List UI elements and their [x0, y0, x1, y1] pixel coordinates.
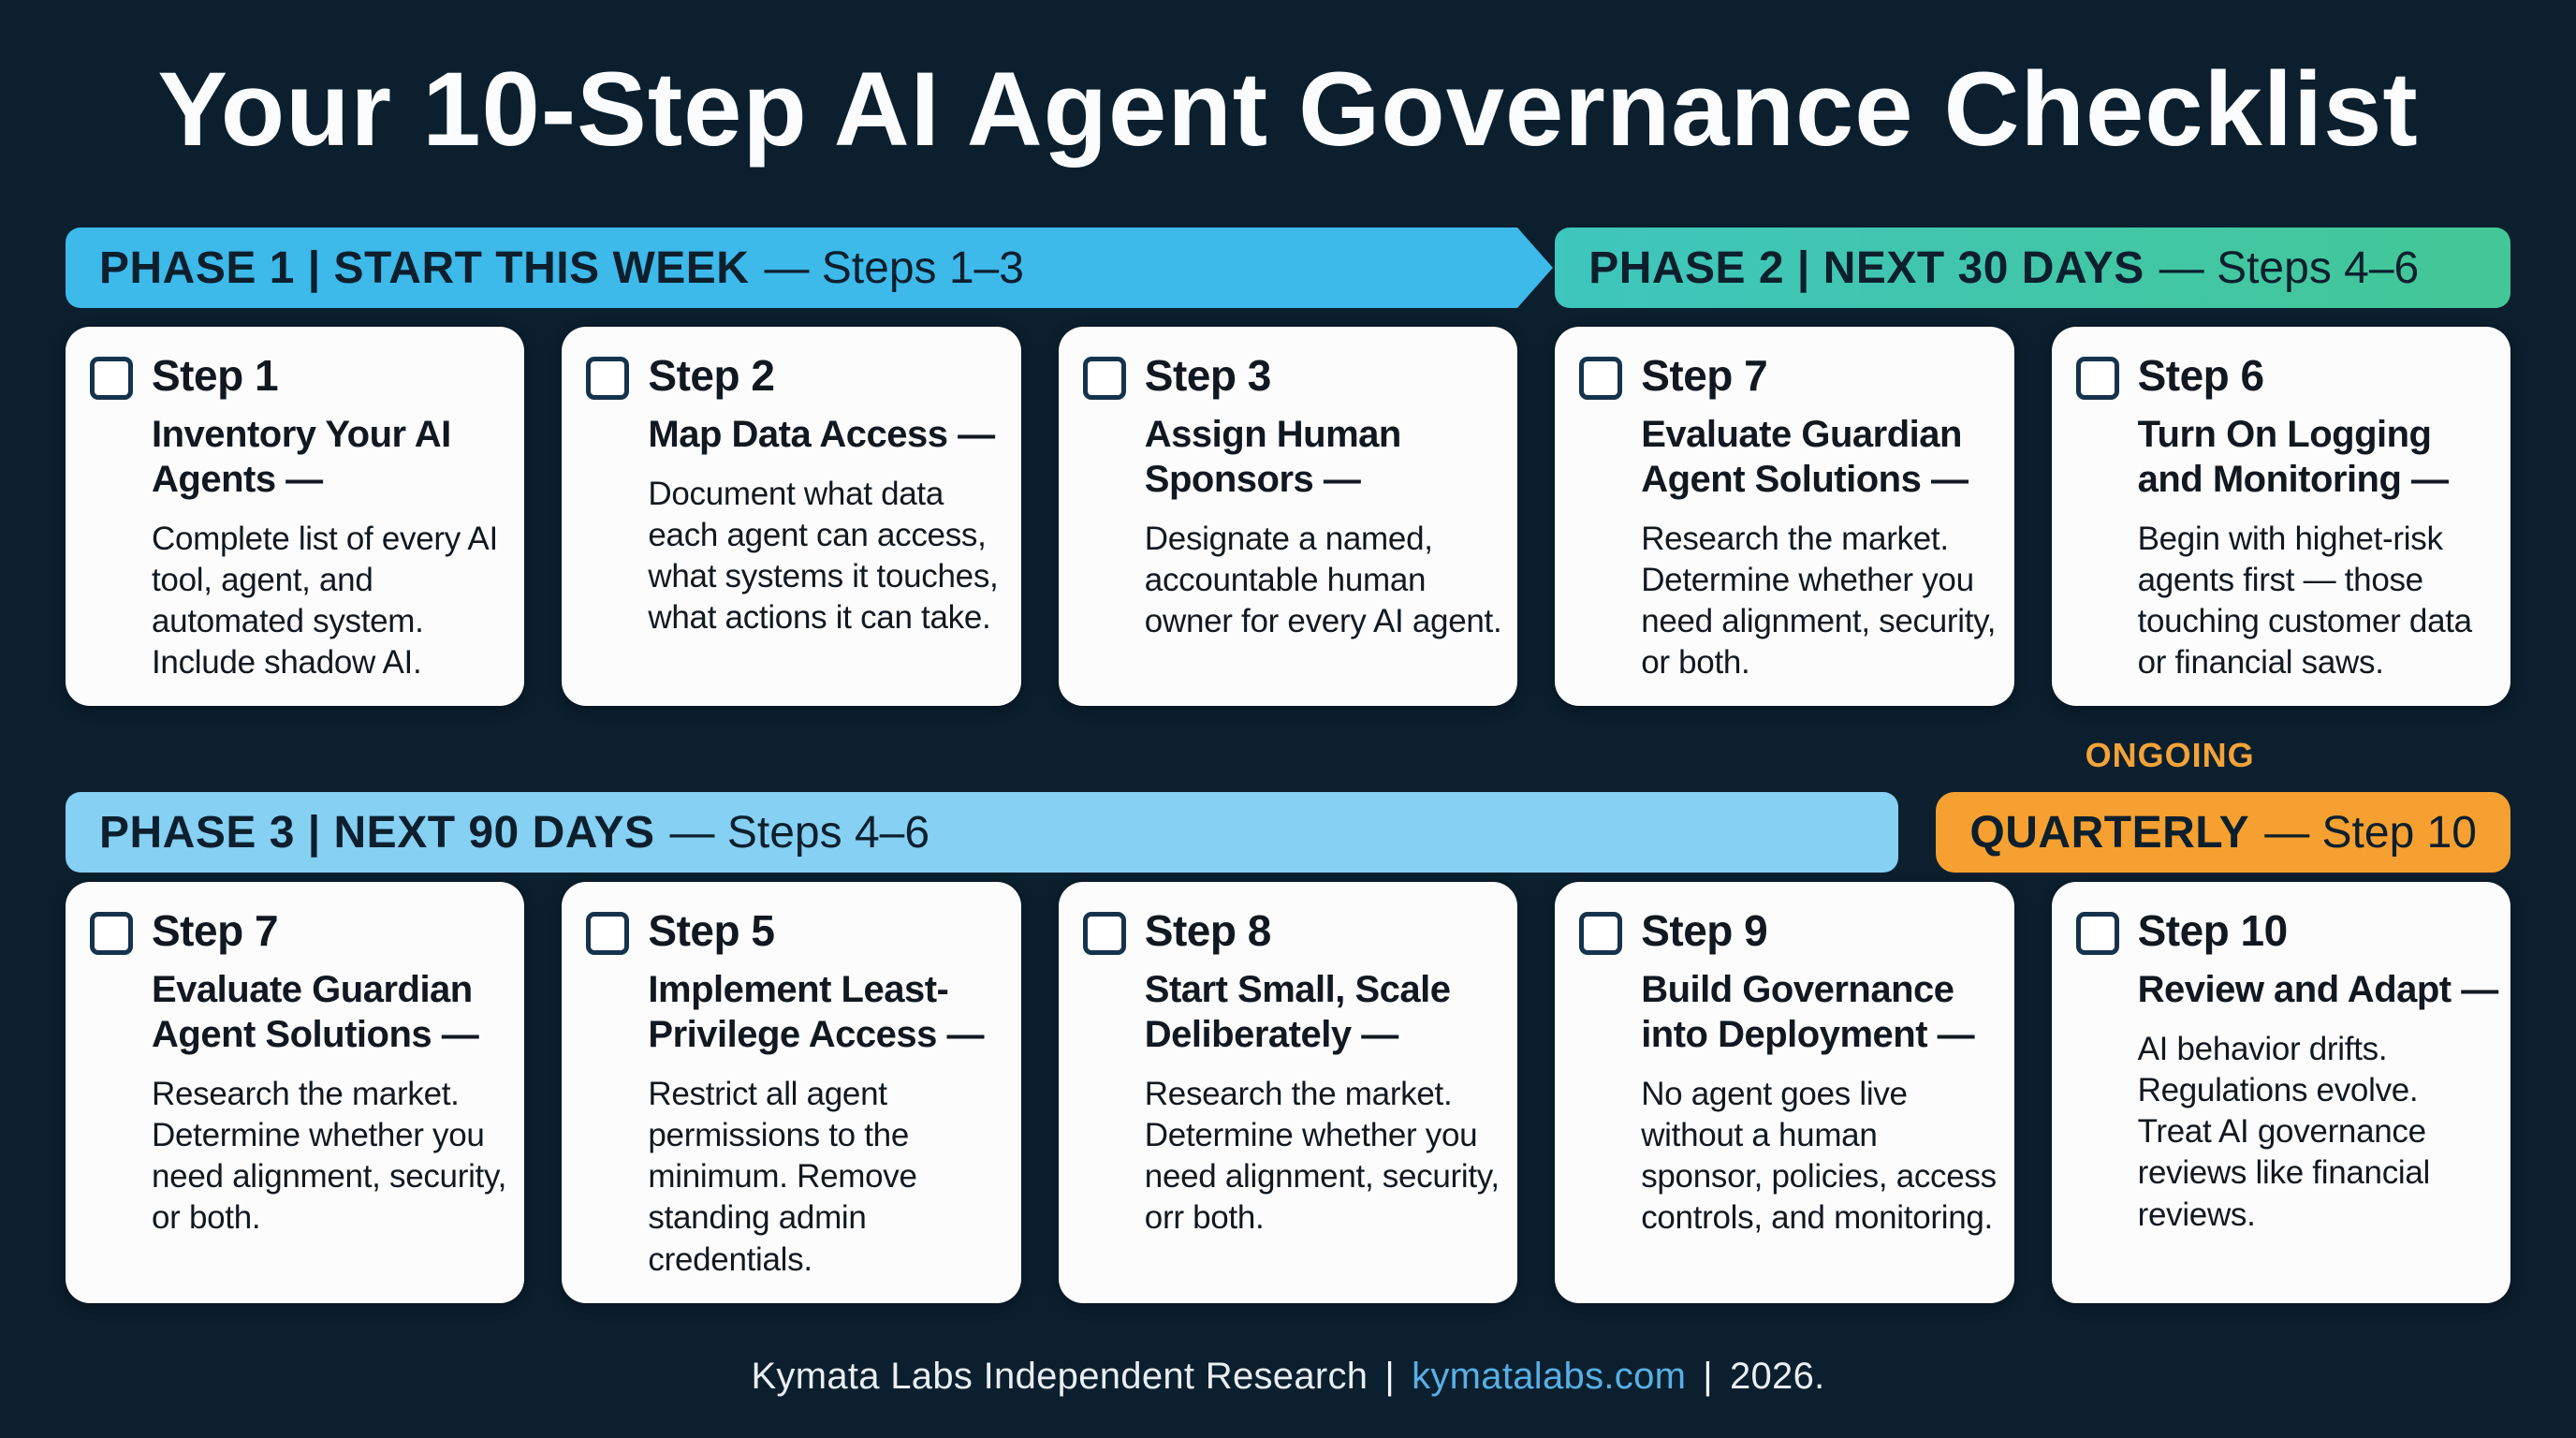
checkbox-step-2[interactable]: [586, 357, 630, 400]
step-heading: Assign Human Sponsors —: [1144, 413, 1402, 500]
quarterly-range: — Step 10: [2264, 807, 2477, 858]
phase-3-banner: PHASE 3 | NEXT 90 DAYS — Steps 4–6: [66, 792, 1899, 873]
quarterly-banner: QUARTERLY — Step 10: [1936, 792, 2510, 873]
step-body: Complete list of every AI tool, agent, a…: [152, 520, 498, 682]
step-heading: Turn On Logging and Monitoring —: [2137, 413, 2449, 500]
page-title: Your 10-Step AI Agent Governance Checkli…: [157, 51, 2419, 168]
phase-banner-row-2: PHASE 3 | NEXT 90 DAYS — Steps 4–6 QUART…: [66, 792, 2510, 873]
step-card-3: Step 3 Assign Human Sponsors — Designate…: [1058, 327, 1518, 707]
step-body: Research the market. Determine whether y…: [152, 1076, 507, 1237]
step-card-5-content: Step 5 Implement Least-Privilege Access …: [648, 906, 1009, 1280]
step-heading: Start Small, Scale Deliberately —: [1144, 969, 1451, 1056]
step-body: No agent goes live without a human spons…: [1641, 1076, 1997, 1237]
footer-org: Kymata Labs Independent Research: [751, 1355, 1368, 1397]
ongoing-row: ONGOING: [66, 734, 2510, 775]
checkbox-step-3[interactable]: [1082, 357, 1126, 400]
phase-banner-row-1: PHASE 1 | START THIS WEEK — Steps 1–3 PH…: [66, 227, 2510, 308]
step-heading: Map Data Access —: [648, 413, 995, 455]
checkbox-step-9[interactable]: [1579, 912, 1623, 956]
checkbox-step-7b[interactable]: [90, 912, 133, 956]
step-card-8: Step 8 Start Small, Scale Deliberately —…: [1058, 882, 1518, 1303]
phase-1-label: PHASE 1 | START THIS WEEK: [99, 242, 750, 293]
checkbox-step-5[interactable]: [586, 912, 630, 956]
step-number: Step 8: [1144, 906, 1272, 956]
step-body: Document what data each agent can access…: [648, 475, 999, 637]
phase-1-banner: PHASE 1 | START THIS WEEK — Steps 1–3: [66, 227, 1554, 308]
footer-separator: |: [1384, 1355, 1396, 1397]
step-card-7a: Step 7 Evaluate Guardian Agent Solutions…: [1555, 327, 2014, 707]
step-heading: Implement Least-Privilege Access —: [648, 969, 985, 1056]
phase-2-banner: PHASE 2 | NEXT 30 DAYS — Steps 4–6: [1555, 227, 2510, 308]
step-heading: Build Governance into Deployment —: [1641, 969, 1975, 1056]
step-number: Step 7: [1641, 351, 1768, 400]
step-number: Step 2: [648, 351, 775, 400]
step-body: Restrict all agent permissions to the mi…: [648, 1076, 917, 1278]
phase-3-range: — Steps 4–6: [669, 807, 930, 858]
step-number: Step 10: [2137, 906, 2289, 956]
checkbox-step-6[interactable]: [2075, 357, 2119, 400]
step-body: Begin with highet-risk agents first — th…: [2137, 520, 2473, 682]
cards-row-2: Step 7 Evaluate Guardian Agent Solutions…: [66, 882, 2510, 1303]
step-body: Research the market. Determine whether y…: [1641, 520, 1997, 682]
ongoing-tag: ONGOING: [2085, 736, 2255, 775]
step-card-2-content: Step 2 Map Data Access — Document what d…: [648, 351, 1009, 683]
footer-separator: |: [1703, 1355, 1713, 1397]
step-card-8-content: Step 8 Start Small, Scale Deliberately —…: [1145, 906, 1506, 1280]
step-number: Step 7: [152, 906, 279, 956]
step-number: Step 1: [152, 351, 279, 400]
step-card-7a-content: Step 7 Evaluate Guardian Agent Solutions…: [1641, 351, 2002, 683]
step-card-6: Step 6 Turn On Logging and Monitoring — …: [2051, 327, 2510, 707]
step-card-7b: Step 7 Evaluate Guardian Agent Solutions…: [66, 882, 525, 1303]
cards-row-1: Step 1 Inventory Your AI Agents — Comple…: [66, 327, 2510, 707]
step-card-9-content: Step 9 Build Governance into Deployment …: [1641, 906, 2002, 1280]
step-number: Step 3: [1144, 351, 1272, 400]
step-card-9: Step 9 Build Governance into Deployment …: [1555, 882, 2014, 1303]
step-number: Step 9: [1641, 906, 1768, 956]
step-card-2: Step 2 Map Data Access — Document what d…: [562, 327, 1021, 707]
checkbox-step-7a[interactable]: [1579, 357, 1623, 400]
step-card-6-content: Step 6 Turn On Logging and Monitoring — …: [2138, 351, 2499, 683]
step-card-1: Step 1 Inventory Your AI Agents — Comple…: [66, 327, 525, 707]
step-body: Research the market. Determine whether y…: [1144, 1076, 1500, 1237]
phase-3-label: PHASE 3 | NEXT 90 DAYS: [99, 807, 655, 858]
step-card-3-content: Step 3 Assign Human Sponsors — Designate…: [1145, 351, 1506, 683]
step-card-7b-content: Step 7 Evaluate Guardian Agent Solutions…: [152, 906, 513, 1280]
phase-1-range: — Steps 1–3: [764, 242, 1024, 293]
step-body: Designate a named, accountable human own…: [1144, 520, 1502, 640]
step-body: AI behavior drifts. Regulations evolve. …: [2137, 1031, 2431, 1233]
phase-2-range: — Steps 4–6: [2159, 242, 2420, 293]
step-heading: Evaluate Guardian Agent Solutions —: [152, 969, 479, 1056]
phase-2-label: PHASE 2 | NEXT 30 DAYS: [1588, 242, 2144, 293]
step-heading: Evaluate Guardian Agent Solutions —: [1641, 413, 1969, 500]
checkbox-step-8[interactable]: [1082, 912, 1126, 956]
step-number: Step 6: [2137, 351, 2265, 400]
step-heading: Review and Adapt —: [2137, 969, 2499, 1011]
footer-site-link[interactable]: kymatalabs.com: [1412, 1355, 1687, 1397]
step-number: Step 5: [648, 906, 775, 956]
step-card-1-content: Step 1 Inventory Your AI Agents — Comple…: [152, 351, 513, 683]
step-card-10: Step 10 Review and Adapt — AI behavior d…: [2051, 882, 2510, 1303]
step-heading: Inventory Your AI Agents —: [152, 413, 451, 500]
step-card-10-content: Step 10 Review and Adapt — AI behavior d…: [2138, 906, 2499, 1280]
step-card-5: Step 5 Implement Least-Privilege Access …: [562, 882, 1021, 1303]
quarterly-label: QUARTERLY: [1969, 807, 2250, 858]
footer: Kymata Labs Independent Research | kymatal…: [66, 1356, 2510, 1398]
checkbox-step-10[interactable]: [2075, 912, 2119, 956]
footer-year: 2026.: [1729, 1355, 1825, 1397]
checkbox-step-1[interactable]: [90, 357, 133, 400]
